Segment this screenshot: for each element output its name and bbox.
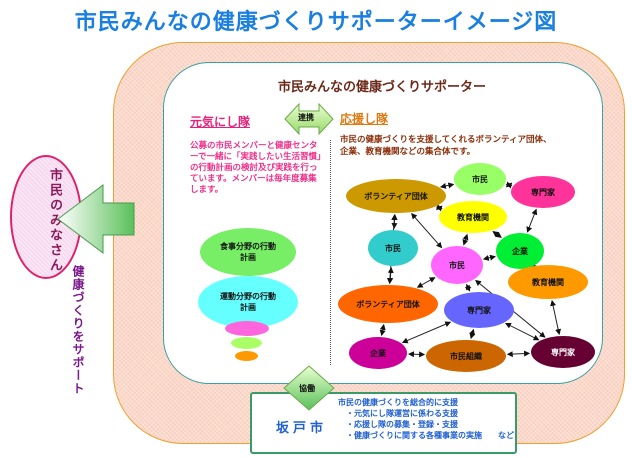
more-plan-bubble bbox=[235, 351, 258, 361]
supporter-node-label: 企業 bbox=[370, 348, 386, 358]
connection-arrow bbox=[505, 181, 513, 189]
ouen-description: 市民の健康づくりを支援してくれるボランティア団体、 企業、教育機関などの集合体で… bbox=[340, 134, 590, 158]
connection-arrow bbox=[492, 230, 502, 238]
supporter-node-label: 専門家 bbox=[551, 347, 575, 357]
supporter-node: 専門家 bbox=[511, 176, 575, 208]
citizens-label: 市民のみなさん bbox=[47, 168, 62, 273]
supporter-node: 市民 bbox=[368, 230, 418, 266]
supporter-node-label: 専門家 bbox=[531, 187, 555, 197]
city-name: 坂戸市 bbox=[276, 421, 328, 436]
supporter-node-label: 市民 bbox=[472, 174, 488, 184]
connection-arrow bbox=[469, 328, 476, 340]
supporter-node: 市民組織 bbox=[426, 340, 506, 372]
genki-description: 公募の市民メンバーと健康センターで一緒に「実践したい生活習慣」の行動計画の検討及… bbox=[190, 141, 322, 195]
city-support-item: ・健康づくりに関する各種事業の実施 など bbox=[346, 431, 514, 440]
ouen-heading: 応援し隊 bbox=[340, 112, 389, 126]
connection-arrow bbox=[506, 350, 531, 358]
connection-arrow bbox=[504, 322, 540, 341]
link-double-arrow-icon bbox=[284, 102, 334, 136]
supporter-node-label: 教育機関 bbox=[532, 277, 564, 287]
supporter-node: 専門家 bbox=[531, 336, 595, 368]
plan-label: 運動分野の行動計画 bbox=[220, 292, 276, 312]
supporter-node-label: ボランティア団体 bbox=[364, 191, 428, 201]
section-divider bbox=[330, 140, 331, 365]
connection-arrow bbox=[550, 299, 562, 336]
more-plan-bubble bbox=[225, 321, 269, 336]
city-support-item: ・応援し隊の募集・登録・支援 bbox=[346, 420, 458, 429]
support-label: 健康づくりをサポート bbox=[71, 265, 85, 395]
supporter-node: 専門家 bbox=[444, 292, 514, 328]
connection-arrow bbox=[439, 182, 455, 189]
collab-diamond-icon bbox=[283, 365, 335, 411]
panel-title: 市民みんなの健康づくりサポーター bbox=[277, 80, 486, 95]
connection-arrow bbox=[416, 277, 436, 288]
support-arrow-icon bbox=[57, 183, 135, 255]
city-support-lead: 市民の健康づくりを総合的に支援 bbox=[338, 398, 458, 407]
supporter-node: 市民 bbox=[431, 246, 483, 284]
supporter-node: ボランティア団体 bbox=[338, 285, 438, 323]
more-plan-bubble bbox=[231, 337, 262, 349]
connection-arrow bbox=[379, 323, 386, 337]
city-support-item: ・元気にし隊運営に係わる支援 bbox=[346, 409, 458, 418]
supporter-node-label: ボランティア団体 bbox=[356, 299, 420, 309]
connection-arrow bbox=[526, 208, 538, 233]
ouen-description-line: 企業、教育機関などの集合体です。 bbox=[340, 147, 476, 157]
connection-arrow bbox=[464, 283, 472, 292]
supporter-node: 教育機関 bbox=[508, 265, 588, 299]
plan-bubble: 運動分野の行動計画 bbox=[198, 276, 298, 328]
supporter-node: 市民 bbox=[454, 163, 506, 195]
plan-bubble: 食事分野の行動計画 bbox=[200, 228, 296, 276]
supporter-node-label: 専門家 bbox=[467, 305, 491, 315]
supporter-node-label: 市民 bbox=[449, 260, 465, 270]
supporter-node-label: 教育機関 bbox=[457, 212, 489, 222]
page-title: 市民みんなの健康づくりサポーターイメージ図 bbox=[74, 10, 558, 35]
plan-label: 食事分野の行動計画 bbox=[220, 242, 276, 262]
supporter-node: ボランティア団体 bbox=[346, 179, 446, 213]
connection-arrow bbox=[407, 351, 426, 358]
city-box bbox=[250, 392, 517, 454]
supporter-node-label: 市民組織 bbox=[450, 351, 482, 361]
supporter-node-label: 企業 bbox=[512, 246, 528, 256]
supporter-node-label: 市民 bbox=[385, 243, 401, 253]
connection-arrow bbox=[482, 254, 497, 261]
collab-label: 協働 bbox=[299, 384, 315, 393]
connection-arrow bbox=[401, 321, 452, 344]
connection-arrow bbox=[435, 204, 443, 212]
supporter-node: 企業 bbox=[496, 233, 544, 269]
connection-arrow bbox=[462, 233, 469, 246]
supporter-node: 教育機関 bbox=[439, 201, 507, 233]
supporter-node: 企業 bbox=[349, 337, 407, 369]
connection-arrow bbox=[411, 213, 443, 249]
genki-heading: 元気にし隊 bbox=[190, 115, 251, 129]
connection-arrow bbox=[387, 266, 394, 285]
city-support-list: 市民の健康づくりを総合的に支援 ・元気にし隊運営に係わる支援 ・応援し隊の募集・… bbox=[338, 397, 514, 441]
ouen-description-line: 市民の健康づくりを支援してくれるボランティア団体、 bbox=[340, 135, 552, 145]
link-label: 連携 bbox=[298, 113, 314, 122]
